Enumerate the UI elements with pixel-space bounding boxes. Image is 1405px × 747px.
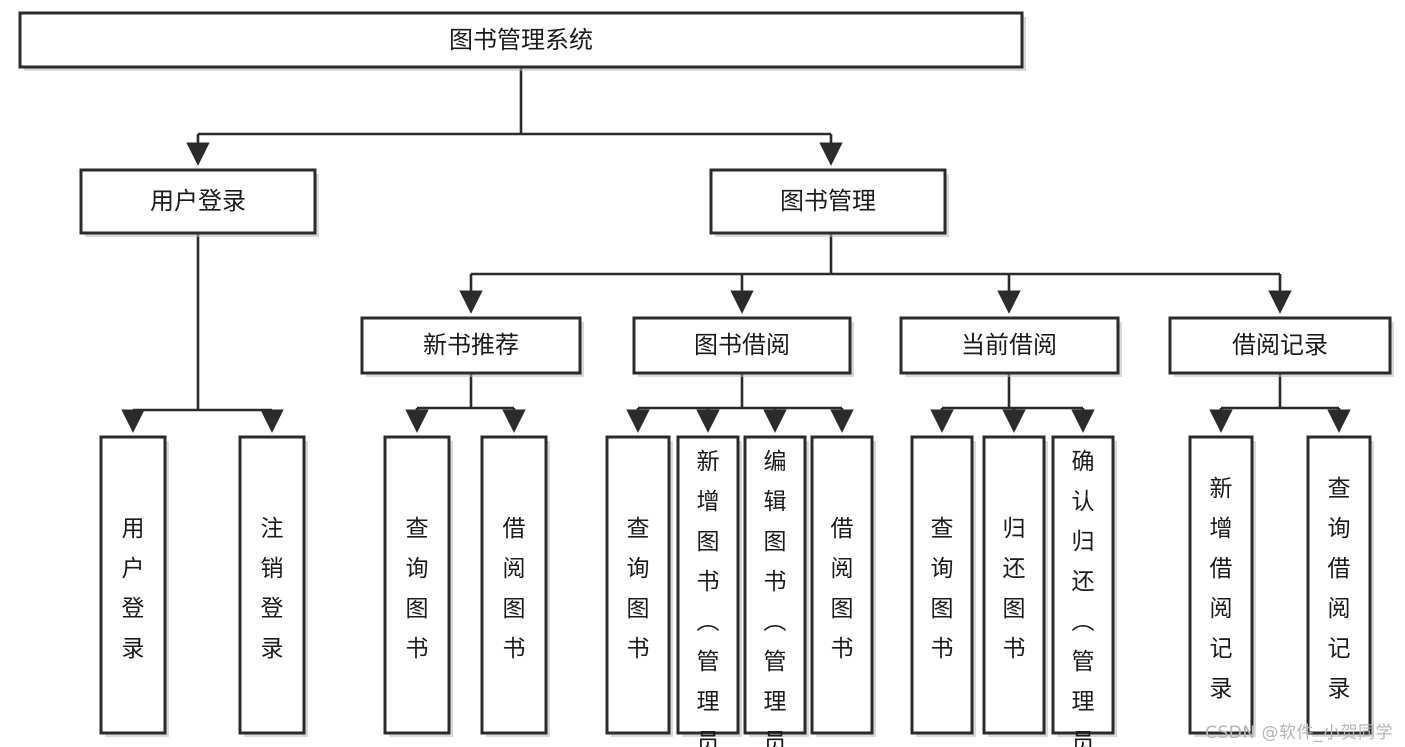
- node-book-manage-label: 图书管理: [780, 187, 876, 215]
- node-borrow-record-label: 借阅记录: [1232, 331, 1328, 359]
- node-current-borrow[interactable]: 当前借阅: [899, 316, 1122, 377]
- leaf-node-leaf-edit-book[interactable]: 编辑图书︵管理员︶: [743, 435, 809, 747]
- edge-layer: [133, 67, 1351, 429]
- leaf-node-label: 借阅图书: [831, 516, 854, 662]
- leaf-node-label: 新增图书︵管理员︶: [697, 449, 720, 747]
- leaf-node-label: 查询图书: [406, 516, 429, 662]
- edge-currentborrow-to-query-book: [942, 373, 1083, 429]
- node-book-borrow[interactable]: 图书借阅: [632, 316, 854, 377]
- leaf-node-leaf-borrow-book-1[interactable]: 借阅图书: [480, 435, 550, 737]
- node-new-book-rec[interactable]: 新书推荐: [360, 316, 584, 377]
- node-book-manage[interactable]: 图书管理: [709, 168, 949, 237]
- leaf-node-label: 注销登录: [261, 516, 284, 662]
- leaf-node-leaf-query-book-2[interactable]: 查询图书: [605, 435, 673, 737]
- edge-bookmanage-to-new-book-rec: [471, 233, 1280, 310]
- leaf-node-leaf-confirm-return[interactable]: 确认归还︵管理员︶: [1051, 435, 1117, 747]
- edge-root-to-user-login: [198, 67, 831, 162]
- edge-newbook-to-query-book: [417, 373, 514, 429]
- leaf-node-label: 归还图书: [1003, 516, 1026, 662]
- leaf-node-label: 编辑图书︵管理员︶: [764, 449, 787, 747]
- leaf-node-leaf-query-book-1[interactable]: 查询图书: [383, 435, 453, 737]
- leaf-node-leaf-query-book-3[interactable]: 查询图书: [910, 435, 976, 737]
- edge-bookborrow-to-query-book: [638, 373, 842, 429]
- edge-borrowrecord-to-add-record: [1221, 373, 1339, 429]
- leaf-node-leaf-query-record[interactable]: 查询借阅记录: [1306, 435, 1374, 737]
- leaf-node-leaf-return-book[interactable]: 归还图书: [982, 435, 1048, 737]
- node-root[interactable]: 图书管理系统: [18, 11, 1026, 71]
- leaf-node-leaf-add-book[interactable]: 新增图书︵管理员︶: [676, 435, 742, 747]
- node-current-borrow-label: 当前借阅: [961, 331, 1057, 359]
- leaf-node-leaf-logout[interactable]: 注销登录: [238, 435, 308, 737]
- leaf-node-leaf-user-login[interactable]: 用户登录: [99, 435, 169, 737]
- node-borrow-record[interactable]: 借阅记录: [1168, 316, 1394, 377]
- node-book-borrow-label: 图书借阅: [694, 331, 790, 359]
- leaf-node-label: 查询借阅记录: [1328, 476, 1351, 702]
- node-user-login[interactable]: 用户登录: [79, 168, 319, 237]
- leaf-node-label: 借阅图书: [503, 516, 526, 662]
- leaf-node-layer: 用户登录 注销登录 查询图书 借阅图书 查询图书 新增图书︵管理员︶ 编辑图书︵管理员︶ 借阅…: [99, 435, 1374, 747]
- node-new-book-rec-label: 新书推荐: [423, 331, 519, 359]
- edge-userlogin-to-leaf-login: [133, 233, 272, 429]
- leaf-node-label: 查询图书: [931, 516, 954, 662]
- leaf-node-leaf-add-record[interactable]: 新增借阅记录: [1188, 435, 1256, 737]
- leaf-node-label: 确认归还︵管理员︶: [1072, 449, 1095, 747]
- leaf-node-label: 查询图书: [627, 516, 650, 662]
- leaf-node-label: 新增借阅记录: [1210, 476, 1233, 702]
- node-root-label: 图书管理系统: [449, 26, 593, 54]
- leaf-node-label: 用户登录: [122, 516, 145, 662]
- leaf-node-leaf-borrow-book-2[interactable]: 借阅图书: [810, 435, 876, 737]
- node-user-login-label: 用户登录: [150, 187, 246, 215]
